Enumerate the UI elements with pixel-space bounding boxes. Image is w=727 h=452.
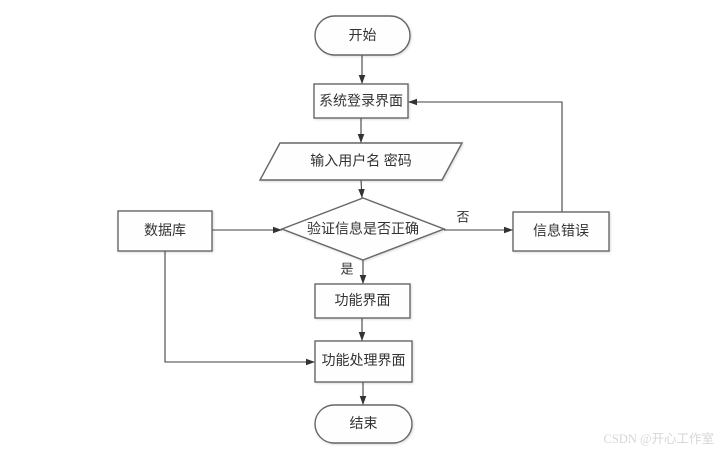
node-input: 输入用户名 密码 <box>258 142 464 181</box>
node-function-ui: 功能界面 <box>314 283 411 319</box>
node-error: 信息错误 <box>512 211 610 252</box>
node-login-label: 系统登录界面 <box>319 94 403 110</box>
node-database: 数据库 <box>117 210 213 252</box>
node-start-label: 开始 <box>349 28 377 44</box>
node-start-shape <box>314 15 411 56</box>
node-end-label: 结束 <box>350 416 378 432</box>
node-function-ui-label: 功能界面 <box>335 293 391 309</box>
node-login: 系统登录界面 <box>313 83 409 119</box>
node-function-process-shape <box>314 340 413 383</box>
node-login-shape <box>313 83 409 119</box>
node-input-shape <box>258 142 464 181</box>
edge-input-to-verify <box>358 179 365 199</box>
nodes-layer: 开始 系统登录界面 输入用户名 密码 验证信息是否正确 数据库 信息错误 <box>117 15 610 444</box>
node-start: 开始 <box>314 15 411 56</box>
node-end-shape <box>314 404 413 444</box>
edge-label-no: 否 <box>456 210 469 225</box>
node-verify-shape <box>280 197 446 261</box>
node-end: 结束 <box>314 404 413 444</box>
node-database-shape <box>117 210 213 252</box>
watermark: CSDN @开心工作室 <box>604 431 714 446</box>
node-verify-label: 验证信息是否正确 <box>307 221 419 238</box>
node-function-process: 功能处理界面 <box>314 340 413 383</box>
node-function-ui-shape <box>314 283 411 319</box>
node-function-process-label: 功能处理界面 <box>322 353 406 369</box>
node-database-label: 数据库 <box>144 223 186 239</box>
node-verify: 验证信息是否正确 <box>280 197 446 261</box>
node-error-label: 信息错误 <box>533 223 589 240</box>
edge-error-loop-to-login <box>408 98 563 212</box>
node-input-label: 输入用户名 密码 <box>310 153 412 170</box>
edges-layer: 否 是 <box>164 55 563 405</box>
edge-database-to-function-process <box>164 251 315 366</box>
node-error-shape <box>512 211 610 252</box>
edge-label-yes: 是 <box>340 262 353 277</box>
